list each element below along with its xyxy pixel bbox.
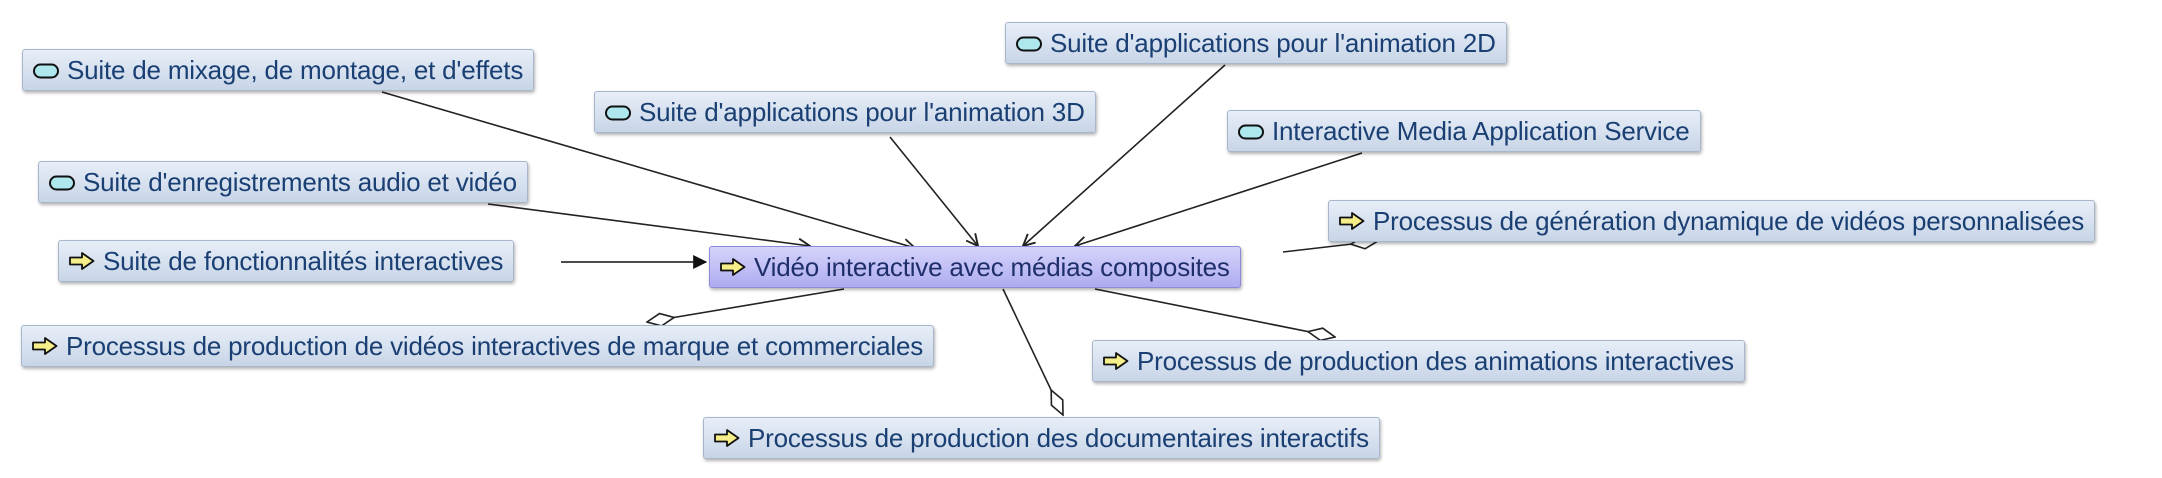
process-arrow-icon: [720, 252, 746, 283]
process-arrow-icon: [1103, 346, 1129, 377]
node-suite-enregistrements[interactable]: Suite d'enregistrements audio et vidéo: [38, 161, 528, 203]
edge-video-to-animations: [1094, 288, 1335, 337]
edge-video-to-documentaires: [1002, 288, 1063, 415]
node-label: Suite d'applications pour l'animation 3D: [639, 96, 1085, 127]
node-label: Processus de production de vidéos intera…: [66, 330, 924, 361]
process-arrow-icon: [69, 246, 95, 277]
service-pill-icon: [1016, 28, 1042, 59]
node-processus-videos-marque[interactable]: Processus de production de vidéos intera…: [21, 325, 935, 367]
edge-video-to-generation: [1282, 241, 1378, 253]
edge-enregistrements-to-video: [487, 203, 810, 246]
process-arrow-icon: [1339, 206, 1365, 237]
service-pill-icon: [49, 167, 75, 198]
node-video-interactive-center[interactable]: Vidéo interactive avec médias composites: [709, 246, 1241, 288]
edge-3d-to-video: [889, 136, 978, 246]
node-processus-animations-interactives[interactable]: Processus de production des animations i…: [1092, 340, 1745, 382]
node-processus-generation-dynamique[interactable]: Processus de génération dynamique de vid…: [1328, 200, 2096, 242]
edge-imas-to-video: [1075, 152, 1363, 246]
node-processus-documentaires[interactable]: Processus de production des documentaire…: [703, 417, 1380, 459]
service-pill-icon: [605, 97, 631, 128]
node-suite-mixage[interactable]: Suite de mixage, de montage, et d'effets: [22, 49, 535, 91]
node-label: Suite d'enregistrements audio et vidéo: [83, 166, 517, 197]
node-suite-fonctionnalites[interactable]: Suite de fonctionnalités interactives: [58, 240, 515, 282]
node-label: Processus de production des documentaire…: [748, 422, 1369, 453]
service-pill-icon: [1238, 116, 1264, 147]
process-arrow-icon: [32, 331, 58, 362]
node-suite-animation-2d[interactable]: Suite d'applications pour l'animation 2D: [1005, 22, 1507, 64]
node-label: Suite d'applications pour l'animation 2D: [1050, 27, 1496, 58]
node-label: Suite de fonctionnalités interactives: [103, 245, 504, 276]
edge-2d-to-video: [1023, 64, 1226, 246]
node-label: Processus de production des animations i…: [1137, 345, 1734, 376]
node-suite-animation-3d[interactable]: Suite d'applications pour l'animation 3D: [594, 91, 1096, 133]
node-label: Suite de mixage, de montage, et d'effets: [67, 54, 524, 85]
node-label: Processus de génération dynamique de vid…: [1373, 205, 2085, 236]
service-pill-icon: [33, 55, 59, 86]
node-label: Vidéo interactive avec médias composites: [754, 251, 1230, 282]
edge-video-to-marque: [647, 288, 845, 322]
node-label: Interactive Media Application Service: [1272, 115, 1690, 146]
process-arrow-icon: [714, 423, 740, 454]
node-interactive-media-application-service[interactable]: Interactive Media Application Service: [1227, 110, 1701, 152]
edge-mixage-to-video: [381, 91, 915, 248]
